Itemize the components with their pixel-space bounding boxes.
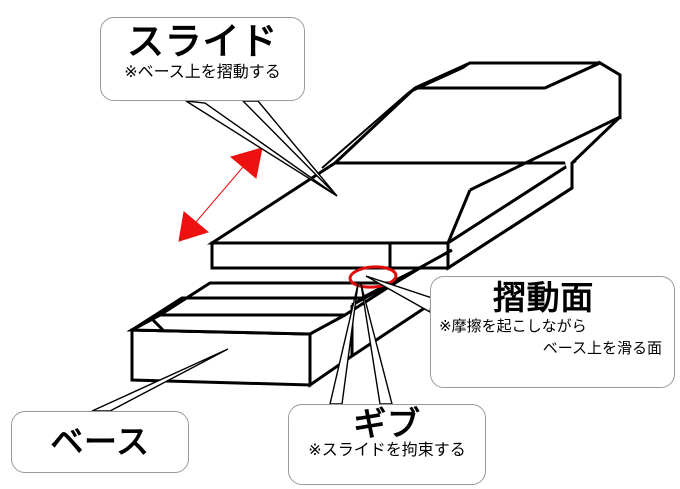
slide-front-face (210, 241, 392, 270)
slide-rail-long-top-edge (469, 115, 621, 192)
callout-sliding-surface-title: 摺動面 (493, 279, 594, 316)
slide-rail-long-edge-lower (446, 189, 472, 244)
base-notch-edge (131, 316, 165, 332)
leader-slide-a (185, 100, 338, 197)
callout-gib-note: ※スライドを拘束する (308, 442, 466, 460)
base-upper-right-diagonal (351, 248, 453, 307)
callout-slide[interactable]: スライド ※ベース上を摺動する (100, 17, 305, 101)
slide-part (206, 60, 622, 271)
callout-slide-title: スライド (127, 21, 278, 62)
callout-slide-note: ※ベース上を摺動する (124, 64, 281, 82)
callout-sliding-surface[interactable]: 摺動面 ※摩擦を起こしながら ベース上を滑る面 (430, 276, 675, 388)
callout-base-title: ベース (50, 422, 150, 460)
slide-lower-long-edge (447, 186, 573, 270)
slide-rail-to-top-chamfer (321, 92, 409, 169)
leader-gib-b (360, 283, 393, 405)
callout-gib[interactable]: ギブ ※スライドを拘束する (288, 404, 486, 485)
callout-sliding-surface-note-2: ベース上を滑る面 (542, 339, 662, 357)
motion-arrow-shape (178, 147, 263, 242)
callout-base[interactable]: ベース (11, 411, 189, 473)
leader-slide-b (241, 100, 338, 197)
base-front-face (130, 328, 312, 387)
slide-rail-to-top-edge (333, 86, 417, 165)
sliding-surface-highlight-ellipse (348, 265, 398, 289)
callout-gib-title: ギブ (353, 405, 421, 442)
callout-sliding-surface-note-1: ※摩擦を起こしながら (439, 318, 587, 336)
motion-arrow (178, 147, 263, 242)
leader-lines (91, 100, 433, 412)
slide-rail-side-body (544, 61, 622, 188)
base-rail-ledge (126, 313, 346, 336)
